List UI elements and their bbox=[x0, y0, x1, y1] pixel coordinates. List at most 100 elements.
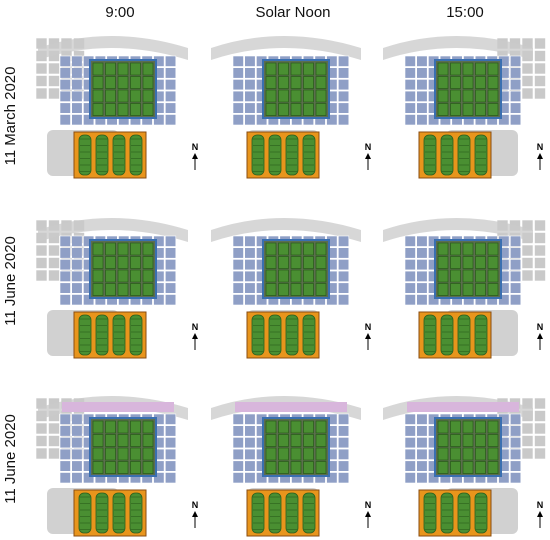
plot-plant bbox=[315, 283, 327, 296]
plot-plant bbox=[315, 434, 327, 447]
pv-panel bbox=[509, 437, 522, 449]
plot-plant bbox=[278, 434, 289, 447]
plot-plant bbox=[117, 434, 129, 447]
pv-panel bbox=[416, 448, 428, 460]
pv-panel bbox=[244, 448, 256, 460]
bifacial-panel-strip bbox=[235, 402, 347, 412]
pv-panel bbox=[416, 294, 428, 306]
plot-plant bbox=[92, 103, 104, 116]
pv-panel bbox=[509, 270, 522, 282]
plot-plant bbox=[105, 434, 116, 447]
plot-plant bbox=[92, 283, 104, 296]
pv-panel bbox=[337, 282, 350, 294]
plot-plant bbox=[117, 461, 129, 474]
plot-plant bbox=[437, 420, 449, 434]
pv-panel bbox=[416, 114, 428, 126]
north-label: N bbox=[537, 322, 544, 332]
plot-plant bbox=[487, 62, 499, 76]
pv-panel bbox=[521, 257, 534, 269]
pv-panel bbox=[404, 413, 416, 425]
pv-panel bbox=[416, 90, 428, 102]
plot-plant bbox=[462, 283, 474, 296]
pv-panel bbox=[404, 90, 416, 102]
pv-panel bbox=[232, 114, 244, 126]
pv-panel bbox=[71, 270, 83, 282]
plot-plant bbox=[142, 103, 154, 116]
pv-panel bbox=[404, 448, 416, 460]
plot-plant bbox=[475, 62, 486, 76]
pv-panel bbox=[337, 55, 350, 67]
crop-row bbox=[457, 314, 471, 356]
pv-panel bbox=[165, 413, 177, 425]
plot-plant bbox=[130, 89, 141, 103]
plot-plant bbox=[265, 62, 277, 76]
pv-panel bbox=[244, 425, 256, 437]
pv-panel bbox=[59, 270, 71, 282]
plot-plant bbox=[265, 434, 277, 447]
plot-plant bbox=[303, 461, 314, 474]
north-arrow-head bbox=[192, 153, 198, 159]
plot-plant bbox=[303, 76, 314, 89]
pv-panel bbox=[35, 269, 48, 282]
crop-row bbox=[78, 314, 92, 356]
pv-panel bbox=[232, 448, 244, 460]
north-arrow-head bbox=[192, 333, 198, 339]
plot-plant bbox=[130, 256, 141, 269]
pv-panel bbox=[404, 114, 416, 126]
pv-panel bbox=[232, 67, 244, 79]
pv-panel bbox=[404, 79, 416, 91]
pv-panel bbox=[165, 425, 177, 437]
pv-panel bbox=[232, 413, 244, 425]
plot-plant bbox=[92, 420, 104, 434]
pv-panel bbox=[59, 413, 71, 425]
pv-panel bbox=[59, 67, 71, 79]
plot-plant bbox=[475, 242, 486, 256]
plot-plant bbox=[303, 269, 314, 283]
plot-plant bbox=[92, 89, 104, 103]
pv-panel bbox=[165, 247, 177, 259]
crop-row bbox=[268, 492, 282, 534]
plot-plant bbox=[265, 447, 277, 461]
north-label: N bbox=[192, 322, 199, 332]
pv-panel bbox=[48, 244, 60, 257]
pv-panel bbox=[337, 437, 350, 449]
plot-plant bbox=[105, 283, 116, 296]
pv-panel bbox=[498, 294, 510, 306]
pv-panel bbox=[534, 435, 546, 447]
pv-panel bbox=[48, 435, 60, 447]
plot-plant bbox=[487, 283, 499, 296]
pv-panel bbox=[521, 422, 534, 435]
plot-plant bbox=[462, 420, 474, 434]
plot-plant bbox=[450, 76, 461, 89]
scene-r2-c3: N bbox=[383, 218, 546, 359]
structure-shadow-arc bbox=[38, 218, 188, 242]
plot-plant bbox=[487, 89, 499, 103]
plot-plant bbox=[92, 256, 104, 269]
pv-panel bbox=[521, 62, 534, 75]
pv-panel bbox=[416, 102, 428, 114]
pv-panel bbox=[509, 413, 522, 425]
plot-plant bbox=[278, 447, 289, 461]
pv-panel bbox=[59, 102, 71, 114]
pv-panel bbox=[416, 235, 428, 247]
pv-panel bbox=[404, 235, 416, 247]
plot-plant bbox=[265, 242, 277, 256]
pv-panel bbox=[534, 397, 546, 410]
pv-panel bbox=[165, 55, 177, 67]
crop-row bbox=[474, 314, 488, 356]
pv-panel bbox=[232, 460, 244, 472]
crop-row bbox=[112, 314, 126, 356]
pv-panel bbox=[59, 247, 71, 259]
pv-panel bbox=[416, 259, 428, 271]
plot-plant bbox=[92, 269, 104, 283]
pv-panel bbox=[232, 235, 244, 247]
pv-panel bbox=[416, 270, 428, 282]
plot-plant bbox=[315, 242, 327, 256]
crop-row bbox=[129, 134, 143, 176]
pv-panel bbox=[337, 448, 350, 460]
plot-plant bbox=[315, 76, 327, 89]
plot-plant bbox=[487, 103, 499, 116]
crop-row bbox=[268, 314, 282, 356]
scene-r2-c2: N bbox=[211, 218, 371, 359]
plot-plant bbox=[450, 242, 461, 256]
